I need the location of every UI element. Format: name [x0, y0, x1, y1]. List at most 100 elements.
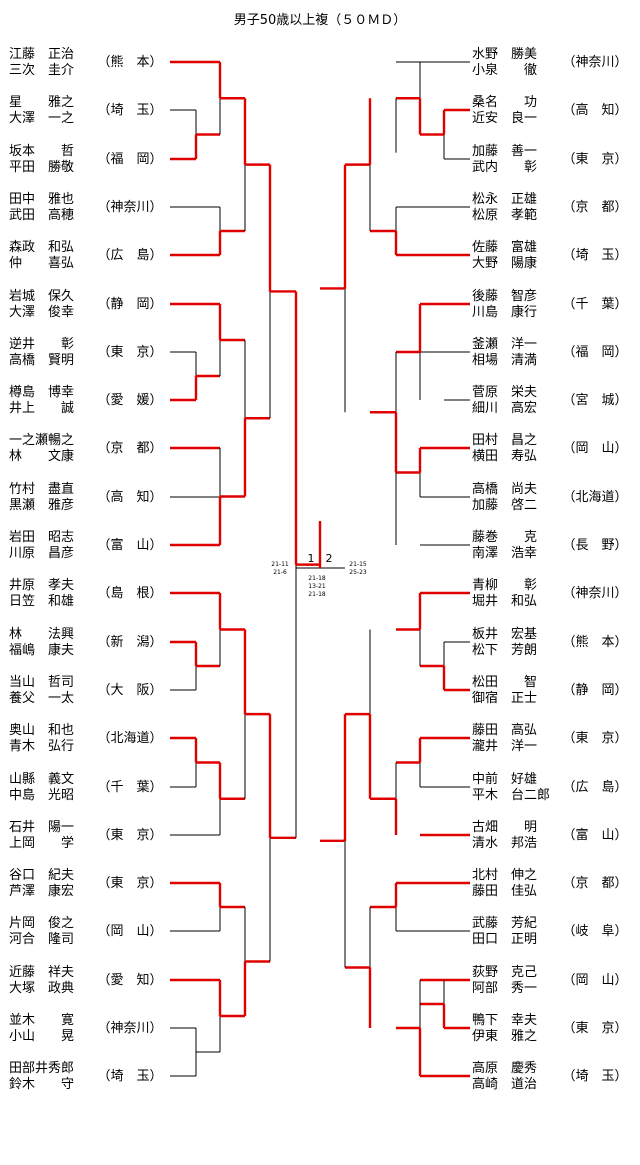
- player-name: 青木 弘行: [9, 739, 74, 754]
- prefecture-label: （北海道）: [562, 490, 627, 505]
- player-name: 林 法興: [9, 627, 74, 642]
- prefecture-label: （高 知）: [562, 102, 627, 118]
- player-name: 南澤 浩幸: [472, 545, 537, 561]
- player-name: 竹村 盡直: [9, 482, 74, 497]
- prefecture-label: （東 京）: [562, 730, 627, 746]
- player-name: 加藤 善一: [472, 143, 537, 159]
- prefecture-label: （愛 媛）: [97, 393, 162, 408]
- player-name: 後藤 智彦: [472, 288, 537, 304]
- player-name: 水野 勝美: [472, 47, 537, 62]
- player-name: 瀧井 洋一: [472, 739, 537, 754]
- prefecture-label: （福 岡）: [562, 345, 627, 360]
- prefecture-label: （宮 城）: [562, 392, 627, 408]
- player-name: 谷口 紀夫: [9, 868, 74, 883]
- prefecture-label: （神奈川）: [562, 586, 627, 601]
- game-score: 13-21: [308, 583, 326, 590]
- player-name: 菅原 栄夫: [472, 385, 537, 400]
- player-name: 藤巻 克: [472, 530, 537, 545]
- player-name: 堀井 和弘: [472, 594, 537, 609]
- player-name: 大野 陽康: [472, 255, 537, 271]
- player-name: 横田 寿弘: [472, 449, 537, 464]
- player-name: 日笠 和雄: [9, 594, 74, 609]
- prefecture-label: （岐 阜）: [562, 923, 627, 939]
- game-score: 25-23: [349, 569, 367, 576]
- player-name: 三次 圭介: [9, 62, 74, 78]
- player-name: 片岡 俊之: [9, 916, 74, 931]
- player-name: 佐藤 富雄: [472, 239, 537, 255]
- player-name: 古畑 明: [472, 820, 537, 835]
- player-name: 武内 彰: [472, 159, 537, 175]
- player-name: 近安 良一: [472, 110, 537, 126]
- prefecture-label: （熊 本）: [562, 634, 627, 650]
- player-name: 上岡 学: [9, 835, 74, 851]
- player-name: 坂本 哲: [9, 144, 74, 159]
- game-score: 21-15: [349, 561, 367, 568]
- player-name: 釜瀬 洋一: [472, 337, 537, 352]
- prefecture-label: （長 野）: [562, 538, 627, 553]
- prefecture-label: （埼 玉）: [97, 103, 162, 118]
- player-name: 井原 孝夫: [9, 578, 74, 593]
- prefecture-label: （東 京）: [562, 1020, 627, 1036]
- player-name: 藤田 佳弘: [472, 884, 537, 899]
- prefecture-label: （東 京）: [562, 151, 627, 167]
- player-name: 田村 昌之: [472, 433, 537, 448]
- player-name: 林 文康: [9, 448, 74, 464]
- player-name: 高崎 道治: [472, 1076, 537, 1092]
- player-name: 江藤 正治: [9, 47, 74, 62]
- prefecture-label: （東 京）: [97, 344, 162, 360]
- player-name: 北村 伸之: [472, 868, 537, 883]
- player-name: 藤田 高弘: [472, 722, 537, 738]
- player-name: 奥山 和也: [9, 723, 74, 738]
- player-name: 中前 好雄: [472, 771, 537, 787]
- player-name: 加藤 啓二: [472, 498, 537, 513]
- player-name: 中島 光昭: [9, 788, 74, 803]
- prefecture-label: （神奈川）: [97, 1021, 162, 1036]
- prefecture-label: （京 都）: [97, 441, 162, 456]
- player-name: 平木 台二郎: [472, 788, 550, 803]
- player-name: 当山 哲司: [9, 675, 74, 690]
- player-name: 鈴木 守: [9, 1077, 74, 1092]
- player-name: 田部井秀郎: [9, 1061, 74, 1076]
- prefecture-label: （埼 玉）: [97, 1069, 162, 1084]
- player-name: 大澤 一之: [9, 111, 74, 126]
- game-score: 21-18: [308, 575, 326, 582]
- prefecture-label: （広 島）: [562, 780, 627, 795]
- player-name: 山縣 義文: [9, 771, 74, 787]
- player-name: 川原 昌彦: [9, 545, 74, 561]
- prefecture-label: （岡 山）: [562, 441, 627, 456]
- prefecture-label: （岡 山）: [562, 973, 627, 988]
- player-name: 高橋 尚夫: [472, 481, 537, 497]
- prefecture-label: （神奈川）: [562, 55, 627, 70]
- player-name: 高原 慶秀: [472, 1060, 537, 1076]
- player-name: 黒瀬 雅彦: [9, 497, 74, 513]
- prefecture-label: （東 京）: [97, 827, 162, 843]
- player-name: 福嶋 康夫: [9, 642, 74, 658]
- prefecture-label: （熊 本）: [97, 54, 162, 70]
- player-name: 細川 高宏: [472, 400, 537, 416]
- player-name: 一之瀬暢之: [9, 432, 74, 448]
- prefecture-label: （大 阪）: [97, 683, 162, 698]
- player-name: 伊東 雅之: [472, 1028, 537, 1044]
- player-name: 田中 雅也: [9, 192, 74, 207]
- prefecture-label: （富 山）: [97, 537, 162, 553]
- prefecture-label: （静 岡）: [562, 683, 627, 698]
- final-score-right: 2: [326, 552, 333, 565]
- game-score: 21-11: [271, 561, 289, 568]
- player-name: 岩城 保久: [9, 289, 74, 304]
- prefecture-label: （福 岡）: [97, 152, 162, 167]
- player-name: 松田 智: [472, 675, 537, 690]
- prefecture-label: （東 京）: [97, 875, 162, 891]
- prefecture-label: （高 知）: [97, 489, 162, 505]
- player-name: 養父 一太: [9, 690, 74, 706]
- prefecture-label: （愛 知）: [97, 972, 162, 988]
- player-name: 逆井 彰: [9, 336, 74, 352]
- player-name: 田口 正明: [472, 932, 537, 947]
- prefecture-label: （千 葉）: [562, 297, 627, 312]
- player-name: 小山 晃: [9, 1029, 74, 1044]
- player-name: 芦澤 康宏: [9, 883, 74, 899]
- prefecture-label: （神奈川）: [97, 200, 162, 215]
- prefecture-label: （広 島）: [97, 248, 162, 263]
- prefecture-label: （北海道）: [97, 731, 162, 746]
- player-name: 大澤 俊幸: [9, 305, 74, 320]
